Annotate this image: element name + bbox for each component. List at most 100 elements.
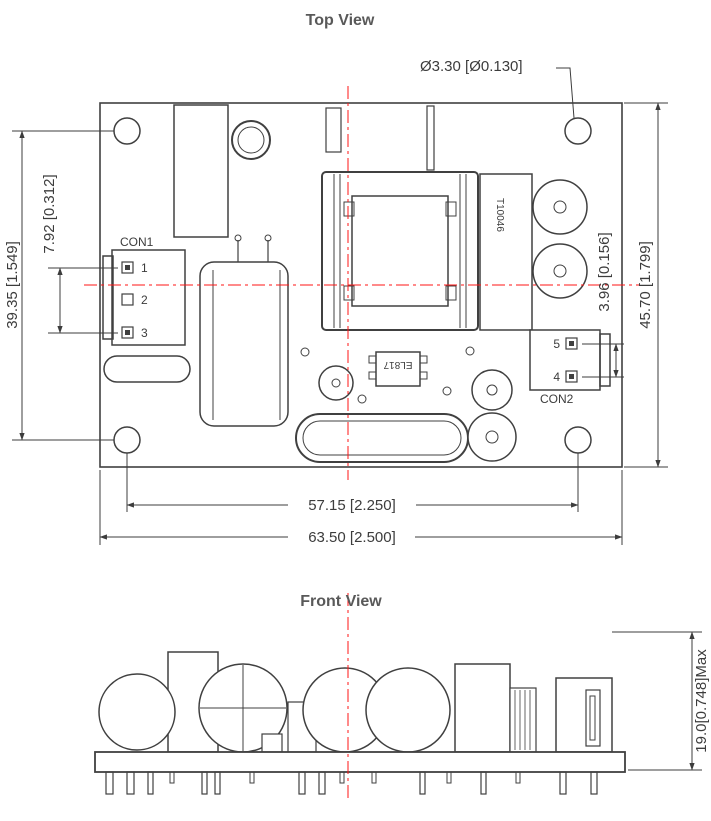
- con2-pin4-pad: [565, 370, 578, 383]
- component-lead: [318, 771, 326, 795]
- inductor-top-inner: [237, 126, 265, 154]
- connector-con1: CON1 1 2 3: [102, 235, 186, 346]
- component-profile-tiny: [261, 733, 283, 753]
- con2-pin4-number: 4: [553, 370, 560, 384]
- transformer-body: [321, 171, 479, 331]
- dim-board-h-label: 45.70 [1.799]: [637, 241, 654, 329]
- inductor-bottom-inner: [302, 420, 462, 456]
- optocoupler: EL817: [368, 351, 428, 387]
- hatched-component: [509, 687, 537, 753]
- front-view-dimensions: 19.0[0.748]Max: [612, 631, 710, 771]
- con2-pin5-number: 5: [553, 337, 560, 351]
- optocoupler-pin: [368, 371, 377, 380]
- con1-mating-face: [102, 255, 114, 340]
- component-lead: [214, 771, 221, 795]
- transformer-clip: [445, 285, 457, 301]
- con1-pin3-number: 3: [141, 326, 148, 340]
- capacitor-right-bottom-hole: [553, 264, 567, 278]
- transformer-clip: [343, 285, 355, 301]
- test-point: [442, 386, 452, 396]
- transformer: [321, 171, 479, 331]
- component-lead-stub: [515, 771, 521, 784]
- capacitor-profile-mid-right: [365, 667, 451, 753]
- con2-pin4-pad-fill: [569, 374, 574, 379]
- con1-pin1-pad: [121, 261, 134, 274]
- connector-profile: [555, 677, 613, 753]
- top-view: T10046 EL817: [4, 12, 668, 546]
- component-lead-stub: [249, 771, 255, 784]
- optocoupler-pin: [368, 355, 377, 364]
- test-point: [357, 394, 367, 404]
- component-top-center: [325, 107, 342, 153]
- pcb-profile: [94, 751, 626, 773]
- con1-pin1-pad-fill: [125, 265, 130, 270]
- heatsink-top-left: [173, 104, 229, 238]
- capacitor-left-body: [199, 261, 289, 427]
- optocoupler-pin: [419, 371, 428, 380]
- component-lead: [480, 771, 487, 795]
- con2-pin5-pad-fill: [569, 341, 574, 346]
- connector-profile-pin: [589, 695, 596, 741]
- hole-diameter-label: Ø3.30 [Ø0.130]: [420, 58, 523, 75]
- con1-pin3-pad-fill: [125, 330, 130, 335]
- capacitor-bottom-large: [467, 412, 517, 462]
- transformer-marking-label: T10046: [494, 198, 505, 232]
- con2-body: [529, 329, 601, 391]
- component-lead-stub: [371, 771, 377, 784]
- mounting-hole-top-left: [113, 117, 141, 145]
- capacitor-right-top-hole: [553, 200, 567, 214]
- dim-pin-span-con1-label: 7.92 [0.312]: [41, 174, 58, 253]
- component-lead-stub: [169, 771, 175, 784]
- optocoupler-body: [375, 351, 421, 387]
- con2-label: CON2: [540, 392, 574, 406]
- component-pin-top: [426, 105, 435, 171]
- mounting-hole-top-right: [564, 117, 592, 145]
- test-point: [300, 347, 310, 357]
- component-lead: [559, 771, 567, 795]
- dim-hole-span-v-label: 39.35 [1.549]: [4, 241, 21, 329]
- capacitor-right-top: [532, 179, 588, 235]
- hatched-component-body: [509, 687, 537, 753]
- component-leads: [105, 771, 598, 795]
- component-lead: [201, 771, 208, 795]
- connector-profile-slot: [585, 689, 601, 747]
- component-lead: [105, 771, 114, 795]
- component-lead: [590, 771, 598, 795]
- con1-pin2-pad: [121, 293, 134, 306]
- front-view-title: Front View: [300, 593, 382, 610]
- component-lead: [147, 771, 154, 795]
- dim-pin-span-con2-label: 3.96 [0.156]: [596, 232, 613, 311]
- hole-diameter-leader: [556, 67, 575, 119]
- front-view: 19.0[0.748]Max Front View: [94, 593, 710, 802]
- component-lead: [126, 771, 135, 795]
- con1-label: CON1: [120, 235, 154, 249]
- component-lead-stub: [446, 771, 452, 784]
- con1-body: [111, 249, 186, 346]
- con1-pin2-number: 2: [141, 293, 148, 307]
- inductor-small-hole: [331, 378, 341, 388]
- optocoupler-pin: [419, 355, 428, 364]
- dim-hole-span-h-label: 57.15 [2.250]: [308, 497, 396, 514]
- connector-con2: 5 4 CON2: [529, 329, 611, 406]
- top-view-title: Top View: [306, 12, 375, 29]
- component-lead: [419, 771, 426, 795]
- transformer-clip: [343, 201, 355, 217]
- top-view-dimensions: Ø3.30 [Ø0.130] 39.35 [1.549] 7.92 [0.312…: [4, 58, 668, 546]
- mounting-hole-bottom-right: [564, 426, 592, 454]
- capacitor-bottom-large-hole: [485, 430, 499, 444]
- con2-pin5-pad: [565, 337, 578, 350]
- bracket-right: [479, 173, 533, 331]
- connector-profile-body: [555, 677, 613, 753]
- component-lead: [298, 771, 306, 795]
- dim-max-height-label: 19.0[0.748]Max: [693, 649, 710, 753]
- inductor-top-outer: [231, 120, 271, 160]
- capacitor-profile-left: [98, 673, 176, 751]
- transformer-bobbin: [351, 195, 449, 307]
- component-oval-left: [103, 355, 191, 383]
- capacitor-bottom-small: [471, 369, 513, 411]
- transformer-clip: [445, 201, 457, 217]
- optocoupler-marking-label: EL817: [383, 359, 412, 370]
- con2-mating-face: [599, 333, 611, 387]
- con1-pin3-pad: [121, 326, 134, 339]
- component-lead-stub: [339, 771, 345, 784]
